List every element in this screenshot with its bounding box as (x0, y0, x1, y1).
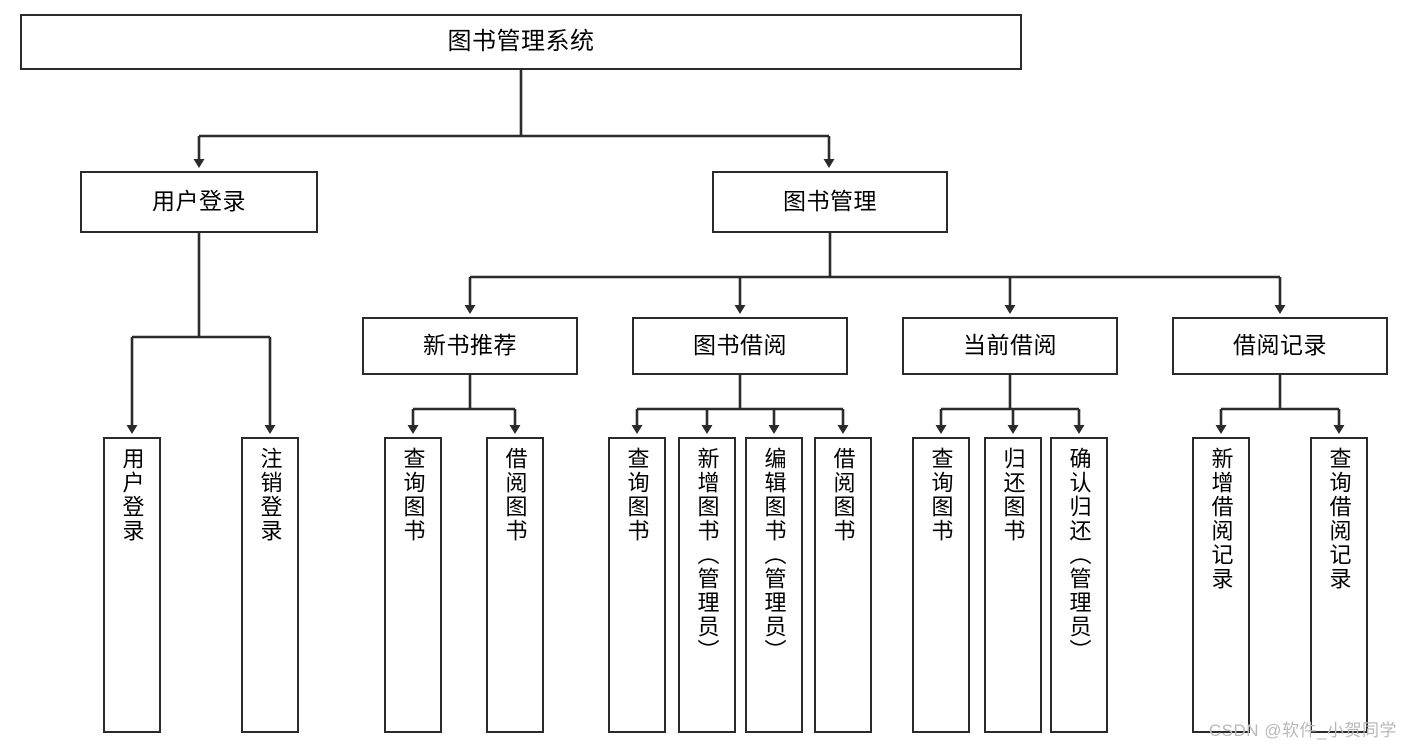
node-leaf-5[interactable]: 新增图书（管理员） (678, 437, 736, 733)
node-label: 查询图书 (928, 447, 954, 543)
node-root[interactable]: 图书管理系统 (20, 14, 1022, 70)
node-label: 查询借阅记录 (1326, 447, 1352, 591)
node-level2-0[interactable]: 用户登录 (80, 171, 318, 233)
node-label: 图书管理 (783, 188, 877, 215)
node-label: 查询图书 (400, 447, 426, 543)
node-leaf-8[interactable]: 查询图书 (912, 437, 970, 733)
node-label: 借阅图书 (830, 447, 856, 543)
node-leaf-9[interactable]: 归还图书 (984, 437, 1042, 733)
node-level2-1[interactable]: 图书管理 (712, 171, 948, 233)
node-label: 新书推荐 (423, 332, 517, 359)
node-label: 查询图书 (624, 447, 650, 543)
node-leaf-12[interactable]: 查询借阅记录 (1310, 437, 1368, 733)
node-level3-3[interactable]: 借阅记录 (1172, 317, 1388, 375)
node-label: 归还图书 (1000, 447, 1026, 543)
node-leaf-6[interactable]: 编辑图书（管理员） (745, 437, 803, 733)
node-leaf-4[interactable]: 查询图书 (608, 437, 666, 733)
node-leaf-11[interactable]: 新增借阅记录 (1192, 437, 1250, 733)
node-leaf-7[interactable]: 借阅图书 (814, 437, 872, 733)
node-level3-2[interactable]: 当前借阅 (902, 317, 1118, 375)
node-label: 图书借阅 (693, 332, 787, 359)
node-label: 借阅记录 (1233, 332, 1327, 359)
node-level3-0[interactable]: 新书推荐 (362, 317, 578, 375)
node-label: 新增图书（管理员） (694, 447, 720, 663)
node-label: 注销登录 (257, 447, 283, 543)
node-label: 图书管理系统 (447, 27, 595, 55)
node-label: 编辑图书（管理员） (761, 447, 787, 663)
node-level3-1[interactable]: 图书借阅 (632, 317, 848, 375)
node-label: 确认归还（管理员） (1066, 447, 1092, 663)
node-leaf-3[interactable]: 借阅图书 (486, 437, 544, 733)
node-leaf-1[interactable]: 注销登录 (241, 437, 299, 733)
watermark-text: CSDN @软件_小贺同学 (1208, 721, 1397, 740)
node-label: 借阅图书 (502, 447, 528, 543)
node-label: 用户登录 (152, 188, 246, 215)
node-label: 当前借阅 (963, 332, 1057, 359)
node-leaf-2[interactable]: 查询图书 (384, 437, 442, 733)
node-label: 用户登录 (119, 447, 145, 543)
node-leaf-0[interactable]: 用户登录 (103, 437, 161, 733)
node-leaf-10[interactable]: 确认归还（管理员） (1050, 437, 1108, 733)
node-label: 新增借阅记录 (1208, 447, 1234, 591)
